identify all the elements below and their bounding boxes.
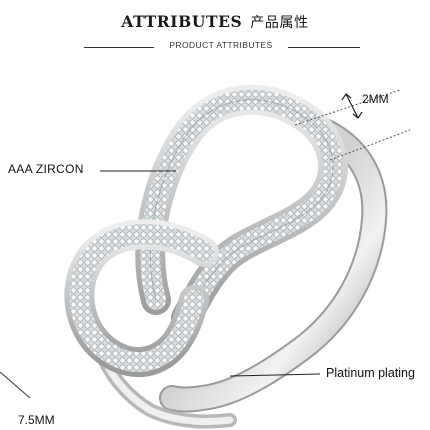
- zircon-label: AAA ZIRCON: [8, 162, 84, 176]
- title-english: ATTRIBUTES: [121, 12, 243, 31]
- title-chinese: 产品属性: [250, 15, 309, 31]
- subtitle-row: PRODUCT ATTRIBUTES: [0, 40, 430, 54]
- subtitle-right-rule: [288, 47, 360, 48]
- infinity-bottom-loop: [64, 219, 219, 377]
- subtitle-left-rule: [84, 47, 154, 48]
- plating-leader-line: [229, 373, 321, 377]
- attributes-header: ATTRIBUTES 产品属性 PRODUCT ATTRIBUTES: [0, 0, 430, 60]
- width-arrow: [345, 93, 359, 119]
- size-leader-line: [0, 371, 31, 399]
- width-label: 2MM: [362, 92, 389, 106]
- width-arrow-head-bottom: [352, 111, 363, 119]
- width-arrow-head-top: [341, 93, 352, 101]
- width-dotted-line-top: [294, 89, 401, 126]
- leader-lines: [0, 89, 411, 399]
- plating-label: Platinum plating: [326, 366, 415, 380]
- size-label: 7.5MM: [18, 413, 55, 427]
- subtitle: PRODUCT ATTRIBUTES: [169, 40, 273, 50]
- page-title: ATTRIBUTES 产品属性: [0, 12, 430, 32]
- infinity-top-loop: [135, 84, 349, 333]
